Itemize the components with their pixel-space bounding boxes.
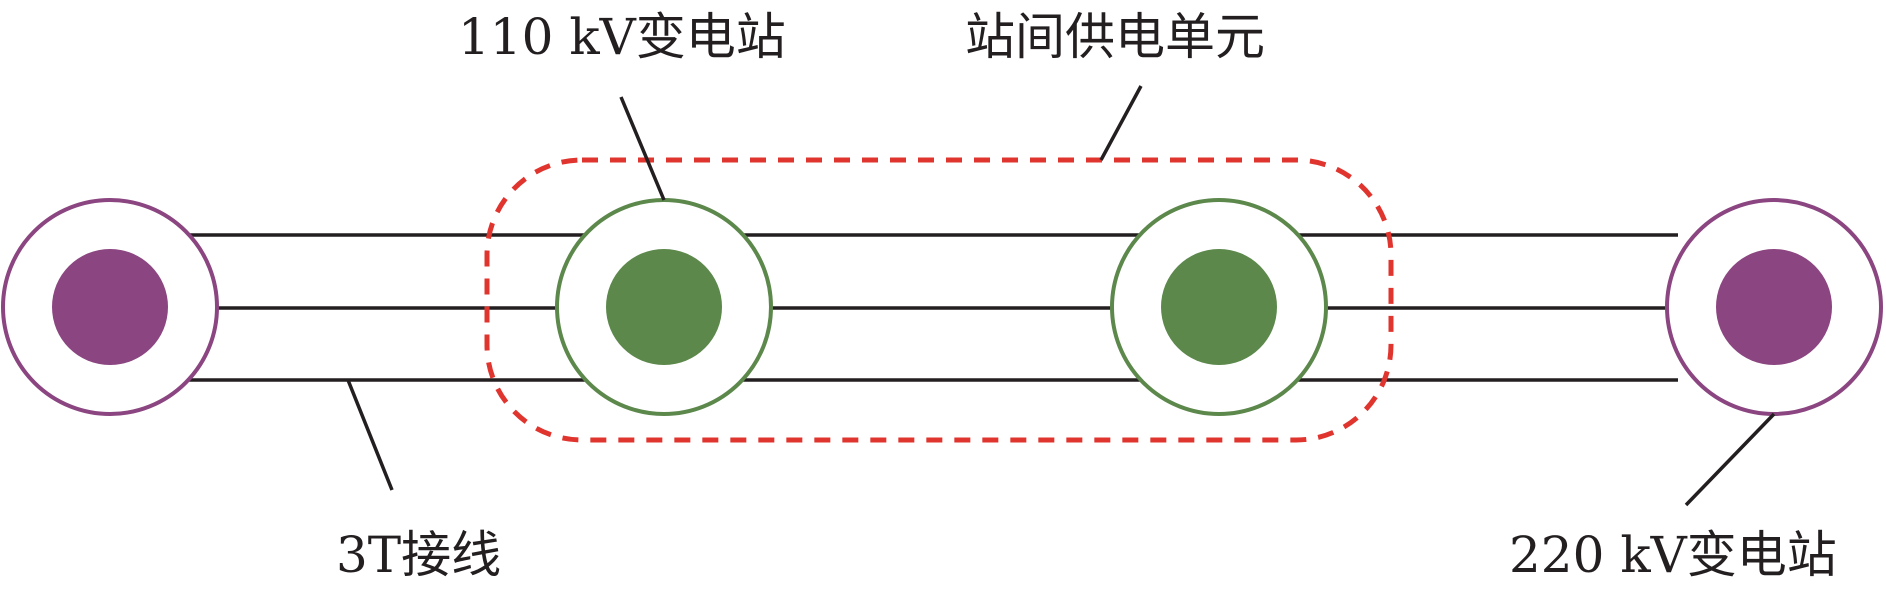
leader-supply-unit bbox=[1099, 85, 1143, 161]
substation-110kv-2-core bbox=[1161, 249, 1277, 365]
leader-lines bbox=[346, 85, 1776, 507]
label-220kv-substation: 220 kV变电站 bbox=[1509, 526, 1837, 584]
label-3t-connection: 3T接线 bbox=[336, 526, 501, 584]
substation-110kv-2 bbox=[1110, 198, 1328, 416]
label-110kv-substation: 110 kV变电站 bbox=[458, 8, 786, 66]
supply-unit-boundary bbox=[484, 157, 1394, 443]
leader-110kv bbox=[619, 96, 666, 201]
substation-220kv-right bbox=[1665, 198, 1883, 416]
substation-220kv-right-core bbox=[1716, 249, 1832, 365]
leader-3t bbox=[346, 379, 394, 491]
substation-110kv-1-core bbox=[606, 249, 722, 365]
substation-220kv-left bbox=[1, 198, 219, 416]
feeder-lines bbox=[180, 233, 1678, 382]
leader-220kv bbox=[1684, 412, 1776, 507]
label-supply-unit: 站间供电单元 bbox=[965, 8, 1265, 66]
substation-220kv-left-core bbox=[52, 249, 168, 365]
substation-110kv-1 bbox=[555, 198, 773, 416]
